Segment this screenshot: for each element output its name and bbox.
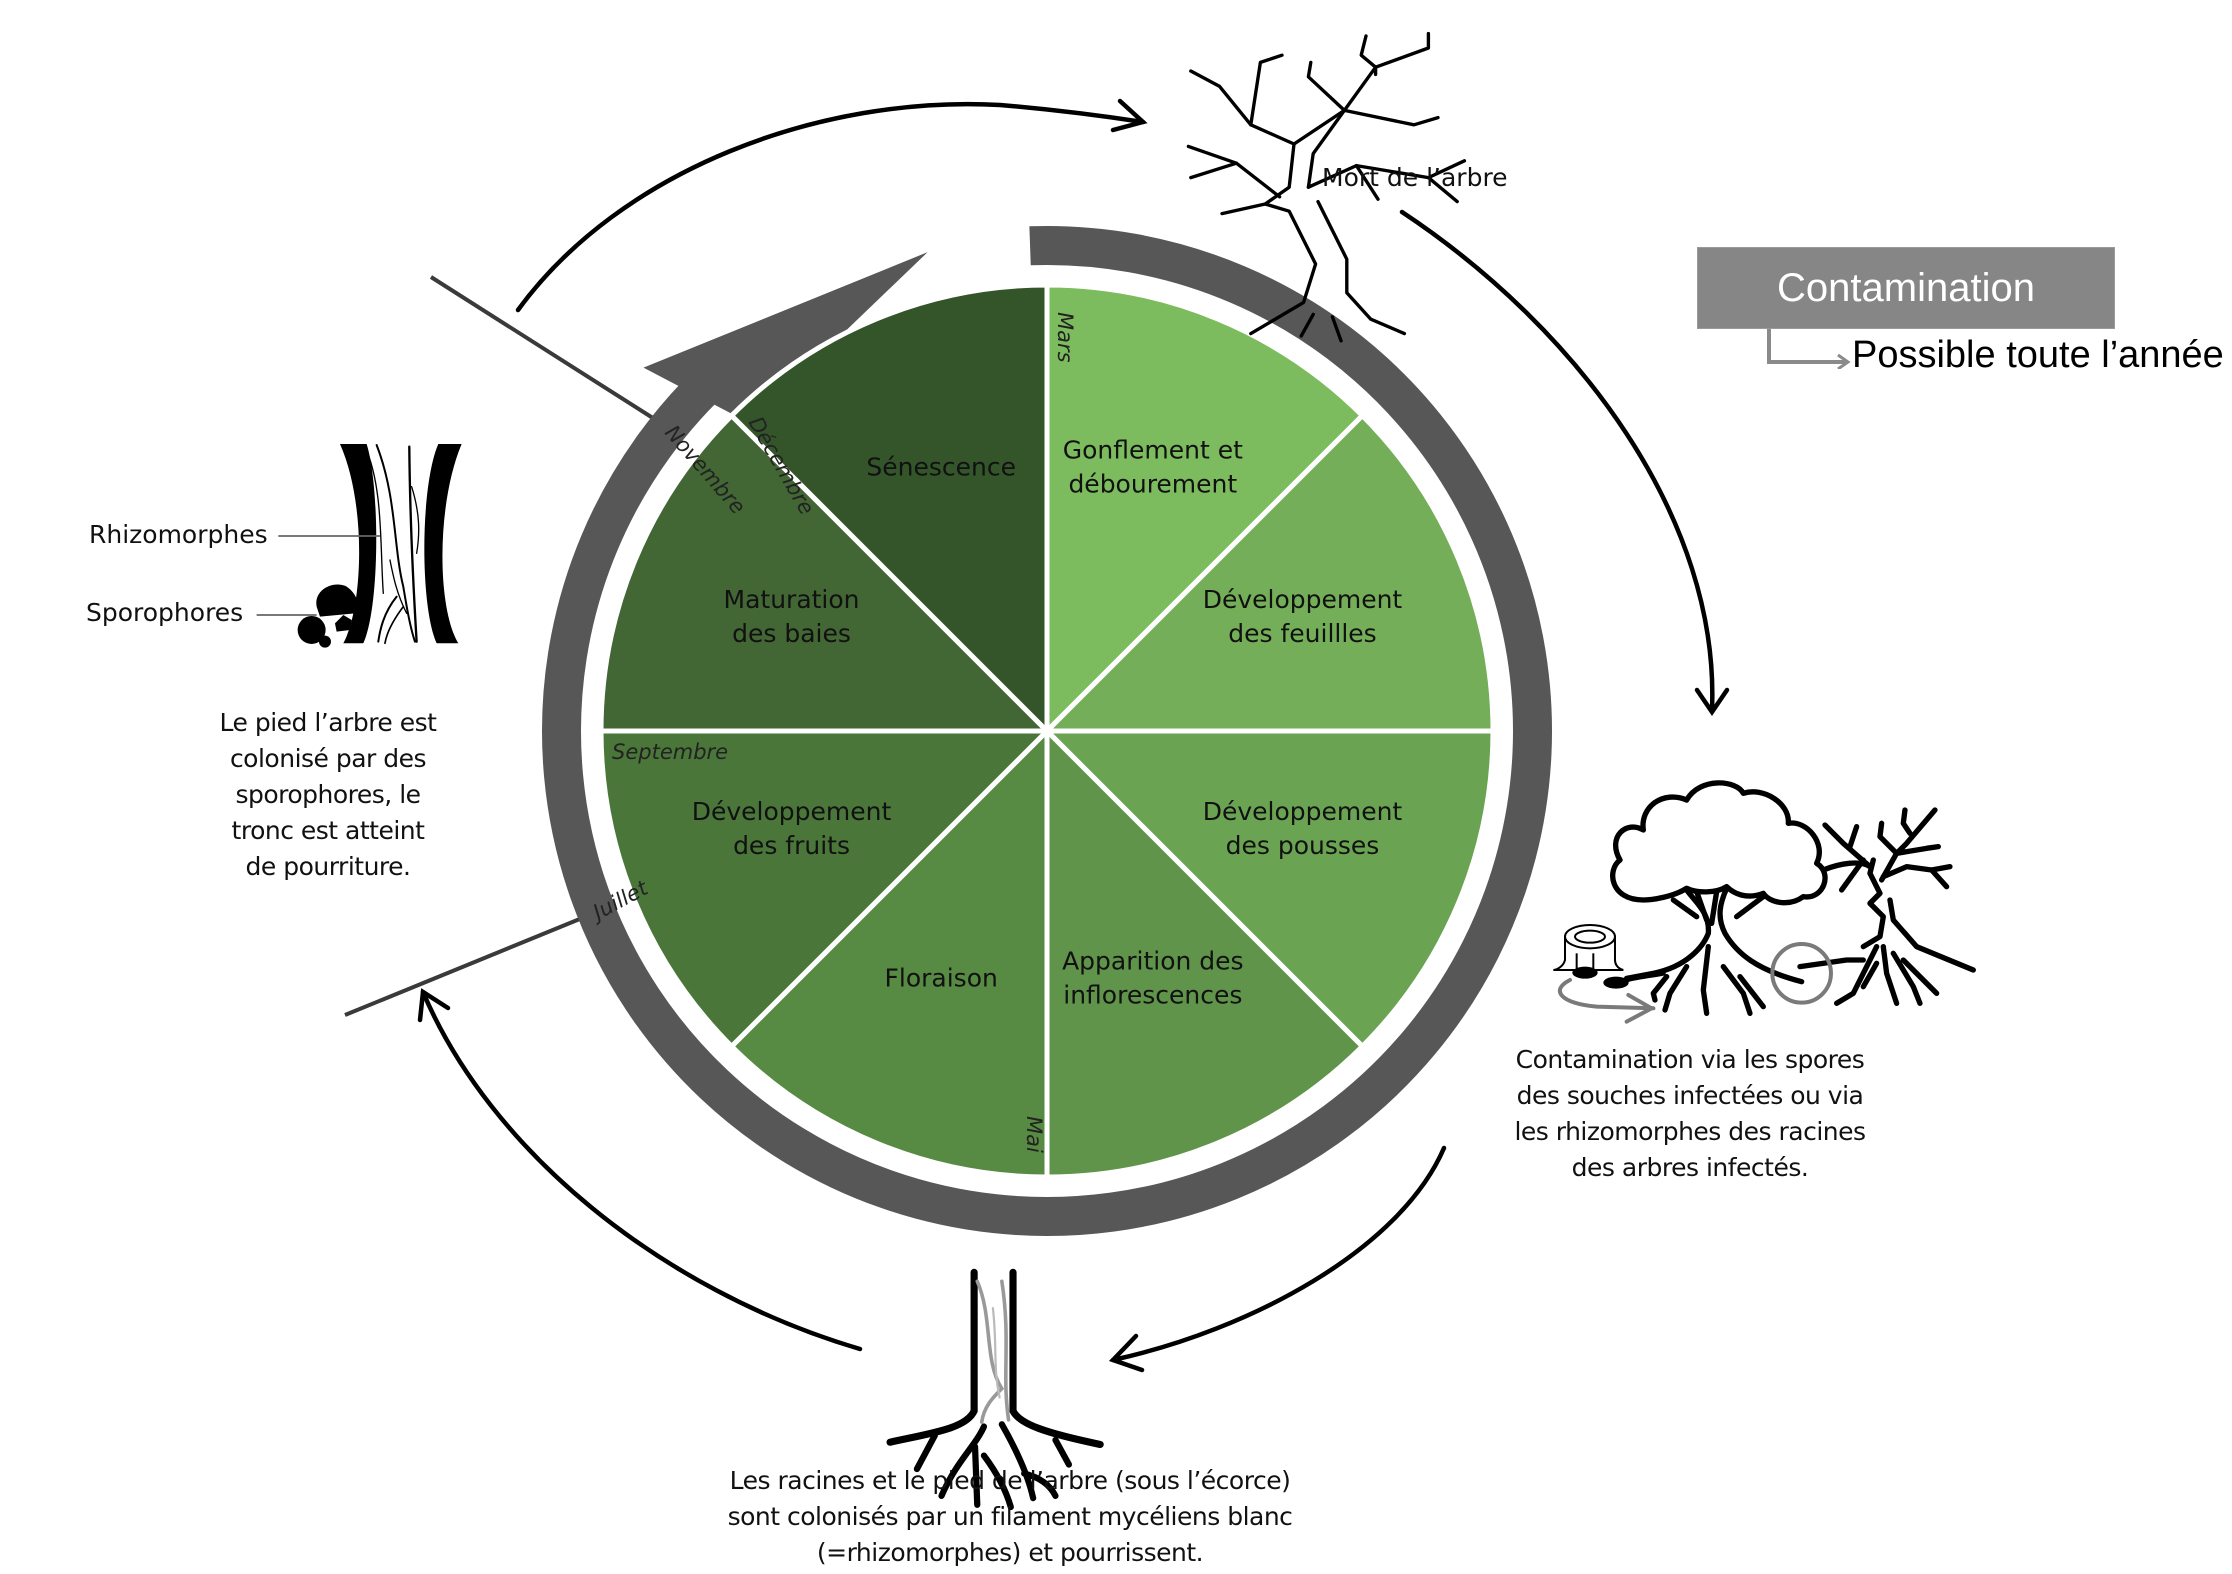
phase-slice — [728, 724, 1050, 1180]
caption-line: colonisé par des — [229, 744, 427, 773]
arrow-to-roots — [1110, 1145, 1447, 1363]
contamination-box: Contamination — [1697, 247, 2115, 329]
caption-line: Le pied l’arbre est — [219, 708, 437, 737]
caption-line: des souches infectées ou via — [1516, 1081, 1864, 1110]
phenology-pie — [598, 282, 1496, 1180]
arrow-to-dead-tree — [515, 101, 1146, 313]
sporophores-callout: Sporophores — [86, 598, 244, 627]
arrowhead-to-contamination-scene — [1694, 687, 1730, 716]
spore-contamination-marks — [1557, 941, 1833, 1024]
healthy-and-dead-tree-icon — [1610, 780, 1976, 1016]
season-ring-band — [542, 226, 1552, 1236]
trunk-caption: Le pied l’arbre est colonisé par des spo… — [168, 705, 488, 885]
arrowhead-to-trunk — [417, 988, 451, 1023]
contamination-connector — [1767, 329, 1851, 369]
caption-line: de pourriture. — [245, 852, 411, 881]
phase-slice — [1044, 282, 1366, 738]
tick-juillet — [344, 912, 593, 1017]
caption-line: Contamination via les spores — [1515, 1045, 1865, 1074]
caption-line: (=rhizomorphes) et pourrissent. — [816, 1538, 1204, 1567]
phase-slice — [1044, 724, 1366, 1180]
contamination-scene-caption: Contamination via les spores des souches… — [1460, 1042, 1920, 1186]
arrowhead-to-dead-tree — [1110, 98, 1148, 133]
contamination-title: Contamination — [1777, 265, 2035, 310]
caption-line: des arbres infectés. — [1571, 1153, 1809, 1182]
month-mai: Mai — [1022, 1116, 1046, 1153]
caption-line: sont colonisés par un filament mycéliens… — [727, 1502, 1293, 1531]
phase-slice — [598, 728, 1054, 1050]
dead-tree-icon — [1186, 31, 1467, 343]
month-mars: Mars — [1053, 312, 1077, 363]
phase-slice — [1040, 412, 1496, 734]
arrowhead-to-roots — [1108, 1333, 1145, 1373]
trunk-with-fungus-icon — [256, 443, 462, 648]
tick-novembre — [429, 275, 658, 422]
phase-label: Sénescence — [866, 453, 1016, 482]
roots-caption: Les racines et le pied de l’arbre (sous … — [640, 1463, 1380, 1571]
arrow-to-contamination-scene — [1399, 209, 1715, 713]
caption-line: sporophores, le — [235, 780, 421, 809]
month-ticks — [344, 275, 658, 1017]
phase-slice — [728, 282, 1050, 738]
phase-label: Floraison — [885, 963, 998, 992]
tree-roots-icon — [886, 1268, 1104, 1511]
phase-slice — [598, 412, 1054, 734]
caption-line: les rhizomorphes des racines — [1514, 1117, 1866, 1146]
caption-line: tronc est atteint — [231, 816, 425, 845]
caption-line: Les racines et le pied de l’arbre (sous … — [729, 1466, 1291, 1495]
arrow-to-trunk — [420, 989, 863, 1352]
cycle-arrows — [417, 98, 1730, 1373]
phase-slice — [1040, 728, 1496, 1050]
contamination-subtitle: Possible toute l’année — [1852, 334, 2224, 376]
month-septembre: Septembre — [612, 740, 728, 764]
stump-icon — [1553, 923, 1624, 971]
dead-tree-label: Mort de l’arbre — [1322, 163, 1508, 192]
rhizomorphes-callout: Rhizomorphes — [89, 520, 268, 549]
arrow-right-icon — [1837, 353, 1851, 369]
season-ring — [542, 226, 1552, 1236]
ring-arrowhead — [643, 252, 928, 424]
